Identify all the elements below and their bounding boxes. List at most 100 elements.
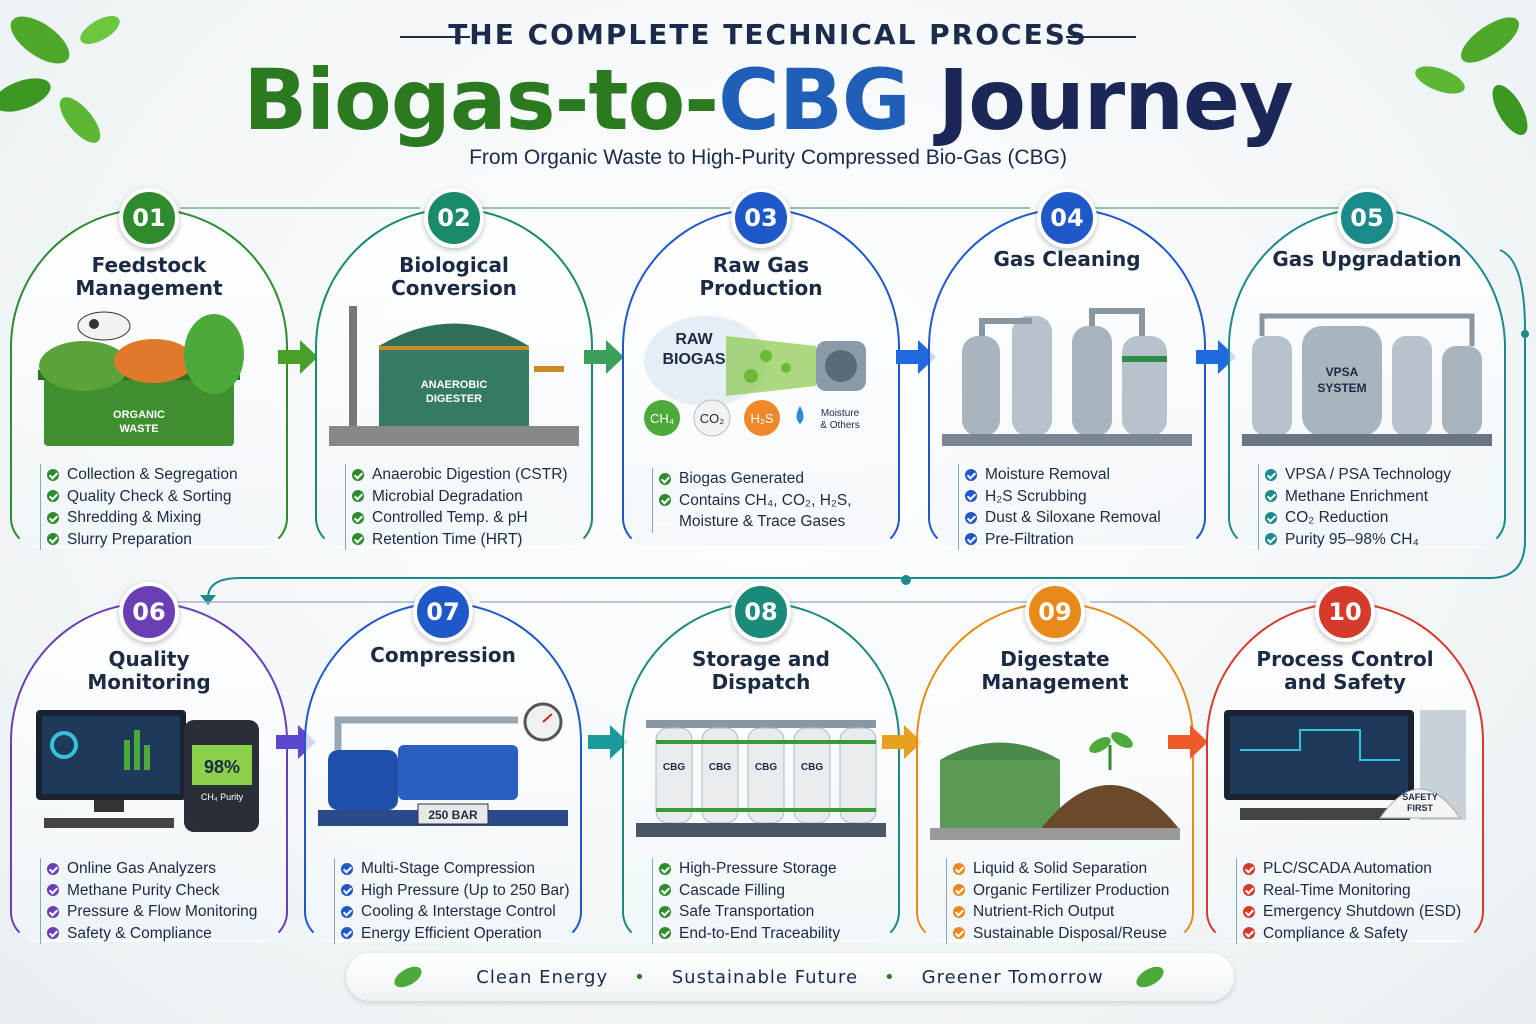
raw-label-b: BIOGAS xyxy=(662,351,725,368)
list-item: High Pressure (Up to 250 Bar) xyxy=(341,880,594,902)
digester-label-b: DIGESTER xyxy=(426,393,482,405)
gas-chip-ch4: CH₄ xyxy=(650,411,674,426)
list-item: Nutrient-Rich Output xyxy=(953,901,1206,923)
list-item: Quality Check & Sorting xyxy=(47,486,300,508)
list-item: Safety & Compliance xyxy=(47,923,300,945)
safety-helmet-label-a: SAFETY xyxy=(1402,792,1438,802)
stage-bullets: VPSA / PSA Technology Methane Enrichment… xyxy=(1258,464,1518,550)
stage-number-badge: 08 xyxy=(731,582,791,642)
vpsa-label-b: SYSTEM xyxy=(1317,381,1366,395)
footer-item-clean-energy: Clean Energy xyxy=(476,966,609,988)
leaf-decoration-top-right xyxy=(1415,17,1528,135)
title-part-1: Biogas-to- xyxy=(243,51,719,149)
stage-number-badge: 03 xyxy=(731,188,791,248)
stage-07-compression: 07 Compression 250 BAR Multi-Stage Compr… xyxy=(304,582,582,960)
purity-reading: 98% xyxy=(204,757,240,777)
feedstock-illustration: ORGANIC WASTE xyxy=(38,311,244,446)
compressor-illustration: 250 BAR xyxy=(318,702,568,826)
list-item: Anaerobic Digestion (CSTR) xyxy=(352,464,605,486)
stage-bullets: PLC/SCADA Automation Real-Time Monitorin… xyxy=(1236,858,1496,944)
list-item: CO₂ Reduction xyxy=(1265,507,1518,529)
kicker-line-right xyxy=(1066,36,1136,38)
list-item: Microbial Degradation xyxy=(352,486,605,508)
leaf-icon xyxy=(394,966,422,988)
purity-label: CH₄ Purity xyxy=(201,792,244,802)
stage-05-gas-upgradation: 05 Gas Upgradation VPSA SYSTEM VPSA / PS… xyxy=(1228,188,1506,566)
monitoring-illustration: 98% CH₄ Purity xyxy=(36,710,259,832)
list-item: Sustainable Disposal/Reuse xyxy=(953,923,1206,945)
list-item: Pre-Filtration xyxy=(965,529,1218,551)
list-item: Shredding & Mixing xyxy=(47,507,300,529)
gas-chip-h2s: H₂S xyxy=(750,411,773,426)
gas-cleaning-illustration xyxy=(942,308,1192,446)
footer-item-greener-tomorrow: Greener Tomorrow xyxy=(921,966,1104,988)
footer-banner: Clean Energy • Sustainable Future • Gree… xyxy=(346,953,1234,1001)
list-item: VPSA / PSA Technology xyxy=(1265,464,1518,486)
list-item: PLC/SCADA Automation xyxy=(1243,858,1496,880)
moisture-label-a: Moisture xyxy=(821,408,860,419)
leaf-icon xyxy=(1136,966,1164,988)
list-item: Biogas Generated xyxy=(659,468,912,490)
list-item: Methane Purity Check xyxy=(47,880,300,902)
stage-bullets: Collection & Segregation Quality Check &… xyxy=(40,464,300,550)
stage-number-badge: 06 xyxy=(119,582,179,642)
list-item: Controlled Temp. & pH xyxy=(352,507,605,529)
list-item: Compliance & Safety xyxy=(1243,923,1496,945)
digestate-illustration xyxy=(930,732,1180,840)
stage-number-badge: 10 xyxy=(1315,582,1375,642)
list-item: Moisture Removal xyxy=(965,464,1218,486)
arrow-right-icon xyxy=(278,340,318,374)
leaf-decoration-top-left xyxy=(0,16,120,143)
digester-label-a: ANAEROBIC xyxy=(421,379,488,391)
stage-bullets: Biogas Generated Contains CH₄, CO₂, H₂S,… xyxy=(652,468,912,533)
stage-04-gas-cleaning: 04 Gas Cleaning Moisture Removal H₂S Scr… xyxy=(928,188,1206,566)
kicker-line-left xyxy=(400,36,470,38)
list-item: Emergency Shutdown (ESD) xyxy=(1243,901,1496,923)
stage-title: Compression xyxy=(370,643,516,667)
list-item: Slurry Preparation xyxy=(47,529,300,551)
stage-bullets: Anaerobic Digestion (CSTR) Microbial Deg… xyxy=(345,464,605,550)
list-item: Moisture & Trace Gases xyxy=(659,511,912,533)
vpsa-system-illustration: VPSA SYSTEM xyxy=(1242,313,1492,446)
arrow-right-icon xyxy=(584,340,624,374)
list-item: Pressure & Flow Monitoring xyxy=(47,901,300,923)
gas-chip-co2: CO₂ xyxy=(700,411,725,426)
footer-separator: • xyxy=(634,966,646,988)
stage-number-badge: 01 xyxy=(119,188,179,248)
stage-title: Gas Cleaning xyxy=(993,247,1141,271)
cbg-label-1: CBG xyxy=(663,762,685,773)
list-item: High-Pressure Storage xyxy=(659,858,912,880)
arrow-right-icon xyxy=(882,725,922,759)
list-item: Real-Time Monitoring xyxy=(1243,880,1496,902)
list-item: Cascade Filling xyxy=(659,880,912,902)
cbg-label-3: CBG xyxy=(755,762,777,773)
list-item: Retention Time (HRT) xyxy=(352,529,605,551)
title-part-3: Journey xyxy=(909,51,1294,149)
list-item: Purity 95–98% CH₄ xyxy=(1265,529,1518,551)
stage-number-badge: 04 xyxy=(1037,188,1097,248)
stage-number-badge: 09 xyxy=(1025,582,1085,642)
stage-bullets: Liquid & Solid Separation Organic Fertil… xyxy=(946,858,1206,944)
arrow-right-icon xyxy=(1196,340,1236,374)
stage-bullets: Online Gas Analyzers Methane Purity Chec… xyxy=(40,858,300,944)
stage-bullets: High-Pressure Storage Cascade Filling Sa… xyxy=(652,858,912,944)
list-item: Energy Efficient Operation xyxy=(341,923,594,945)
page-subtitle: From Organic Waste to High-Purity Compre… xyxy=(469,146,1067,169)
raw-biogas-illustration: RAW BIOGAS CH₄ CO₂ H₂S Moisture & Others xyxy=(644,316,866,437)
list-item: Collection & Segregation xyxy=(47,464,300,486)
organic-waste-label-b: WASTE xyxy=(119,423,158,435)
list-item: Cooling & Interstage Control xyxy=(341,901,594,923)
stage-number-badge: 02 xyxy=(424,188,484,248)
list-item: Methane Enrichment xyxy=(1265,486,1518,508)
